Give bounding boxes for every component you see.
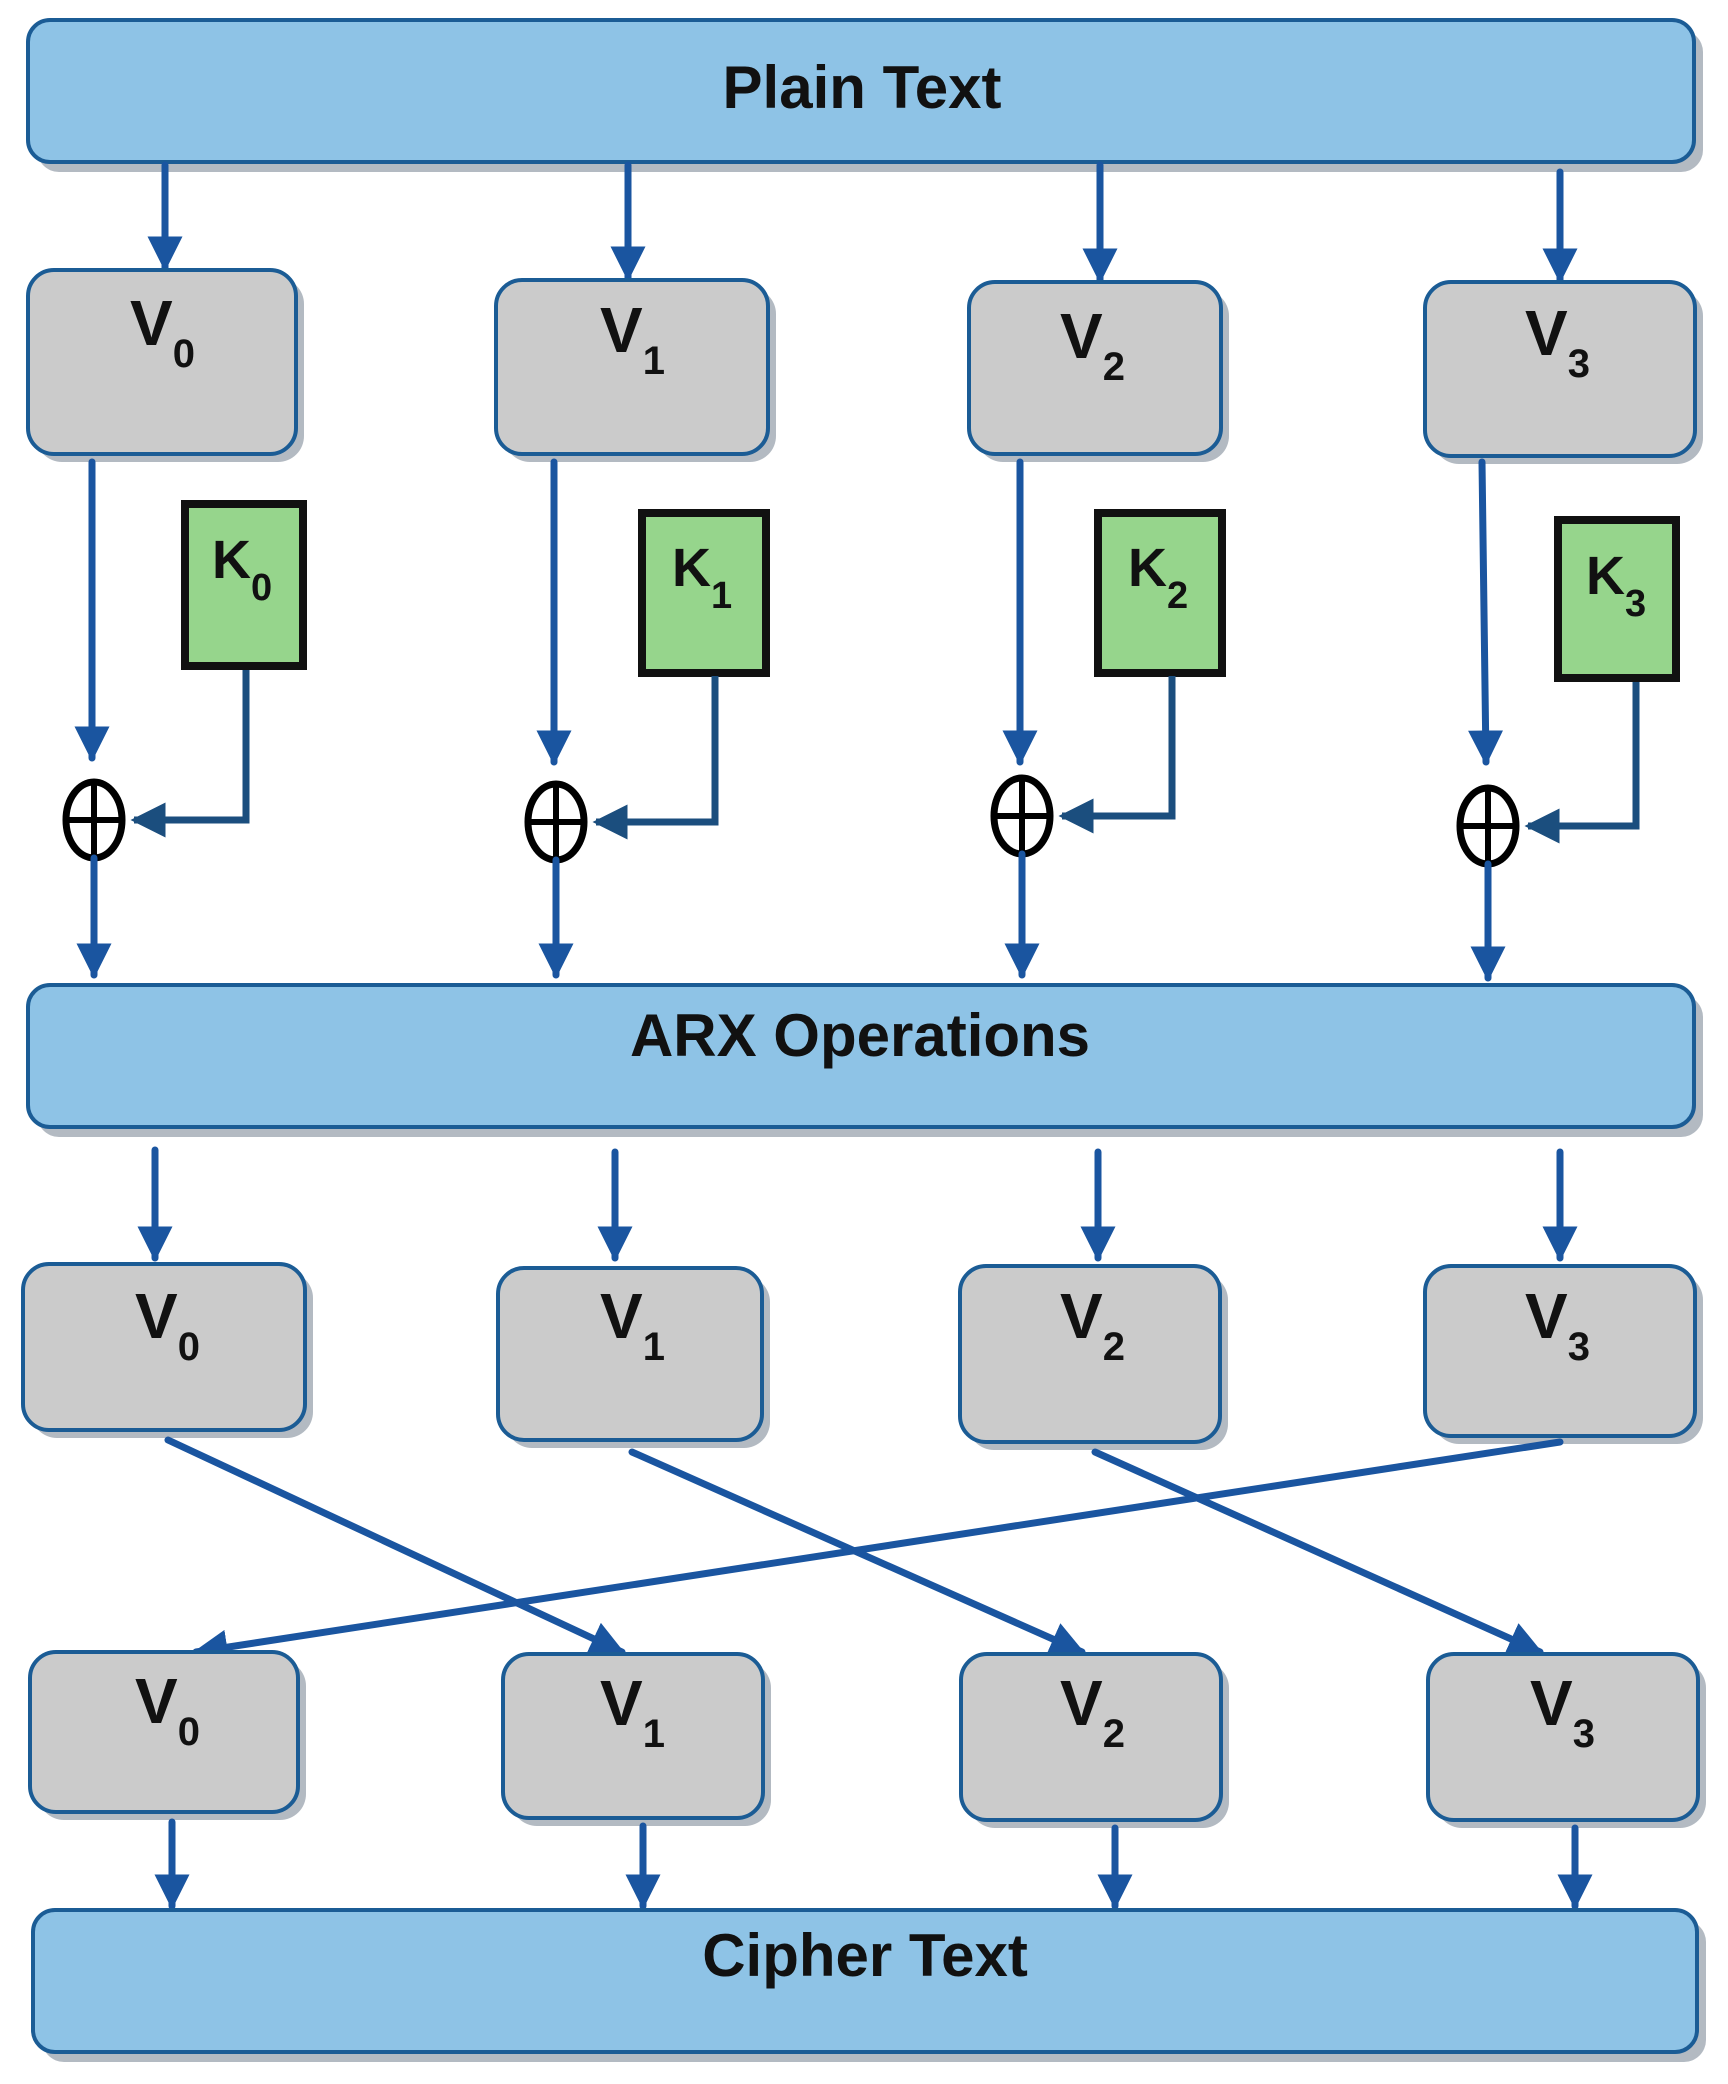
mixed-word-v1: V1 [496,1266,770,1448]
key-k2: K2 [1094,509,1226,677]
mixed-word-v2-label: V2 [1060,1280,1125,1369]
xor-icon-0 [62,778,126,862]
mixed-word-v3: V3 [1423,1264,1703,1444]
permuted-word-v2: V2 [959,1652,1229,1828]
key-k0-label: K0 [212,530,272,609]
mixed-word-v0-label: V0 [135,1280,200,1369]
arx-operations-bar: ARX Operations [26,983,1703,1137]
input-word-v2: V2 [967,280,1229,462]
arrow-perm-v2-to-v3 [1091,1448,1544,1656]
key-k2-label: K2 [1128,538,1188,617]
plain-text-to-words-arrows [147,161,1578,284]
input-word-v0: V0 [26,268,304,462]
words-to-xor-arrows [74,458,1504,766]
key-k1-label: K1 [672,538,732,617]
arrow-perm-v3-to-v0 [192,1438,1564,1665]
input-word-v3-label: V3 [1525,297,1590,386]
input-word-v2-label: V2 [1060,300,1125,389]
permuted-words-row: V0 V1 V2 V3 [28,1650,1706,1828]
mixed-word-v3-label: V3 [1525,1280,1590,1369]
arrow-k1-to-xor [592,676,719,840]
xor-to-arx-arrows [76,850,1506,982]
mixed-word-v0: V0 [21,1262,313,1438]
keys-to-xor-arrows [130,670,1640,844]
permuted-word-v3: V3 [1426,1652,1706,1828]
input-word-v1-label: V1 [600,294,665,383]
key-k3: K3 [1554,516,1680,682]
permuted-word-v1-label: V1 [600,1667,665,1756]
input-word-v3: V3 [1423,280,1703,464]
permuted-word-v0: V0 [28,1650,306,1820]
xor-icon-2 [990,774,1054,858]
mixed-word-v1-label: V1 [600,1280,665,1369]
arrow-k2-to-xor [1058,676,1176,834]
key-k1: K1 [638,509,770,677]
arrow-perm-v0-to-v1 [164,1436,626,1656]
arrow-k0-to-xor [130,670,250,838]
key-k0: K0 [181,500,307,670]
permuted-word-v3-label: V3 [1530,1667,1595,1756]
arx-to-words-arrows [137,1146,1578,1262]
input-word-v0-label: V0 [130,287,195,376]
arrow-k3-to-xor [1524,682,1640,844]
words-to-cipher-arrows [154,1818,1593,1910]
mixed-word-v2: V2 [958,1264,1228,1450]
xor-row [62,774,1520,868]
permuted-word-v2-label: V2 [1060,1667,1125,1756]
plain-text-bar: Plain Text [26,18,1703,172]
cipher-text-bar: Cipher Text [31,1908,1706,2062]
xor-icon-1 [524,780,588,864]
cipher-text-label: Cipher Text [702,1922,1028,1989]
key-k3-label: K3 [1586,546,1646,625]
plain-text-label: Plain Text [723,54,1002,121]
mixed-words-row: V0 V1 V2 V3 [21,1262,1703,1450]
input-word-v1: V1 [494,278,776,462]
round-keys-row: K0 K1 K2 K3 [181,500,1680,682]
permuted-word-v1: V1 [501,1652,771,1826]
permuted-word-v0-label: V0 [135,1665,200,1754]
xor-icon-3 [1456,784,1520,868]
arx-operations-label: ARX Operations [630,1002,1090,1069]
arrow-v3-to-xor [1468,458,1504,766]
input-words-row: V0 V1 V2 V3 [26,268,1703,464]
permutation-arrows [164,1436,1564,1665]
